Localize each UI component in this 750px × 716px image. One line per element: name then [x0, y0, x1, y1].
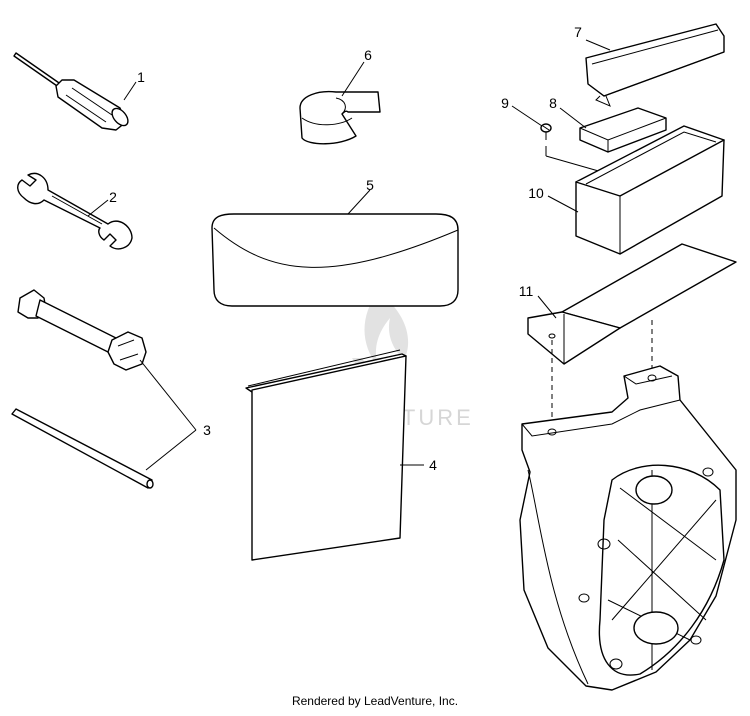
- svg-text:9: 9: [501, 95, 509, 111]
- callout-1: 1: [123, 69, 145, 101]
- svg-text:1: 1: [137, 69, 145, 85]
- callout-8: 8: [549, 95, 587, 129]
- tommy-bar-icon: [11, 408, 154, 489]
- svg-text:6: 6: [364, 47, 372, 63]
- callout-11: 11: [519, 283, 557, 319]
- toolbox-lid-icon: [585, 23, 725, 107]
- svg-text:3: 3: [203, 422, 211, 438]
- tool-bag-icon: [211, 213, 459, 307]
- callout-7: 7: [574, 24, 611, 51]
- screw-icon: [540, 123, 552, 140]
- bracket-icon: [527, 243, 737, 365]
- callout-10: 10: [528, 185, 579, 213]
- callout-4: 4: [400, 457, 437, 473]
- wrench-icon: [17, 172, 133, 250]
- svg-text:7: 7: [574, 24, 582, 40]
- svg-text:2: 2: [109, 189, 117, 205]
- svg-text:5: 5: [366, 177, 374, 193]
- manual-book-icon: [245, 349, 407, 561]
- chaincase-housing-icon: [519, 365, 737, 691]
- callout-5: 5: [347, 177, 374, 215]
- svg-text:4: 4: [429, 457, 437, 473]
- svg-text:11: 11: [519, 283, 534, 299]
- footer-credit: Rendered by LeadVenture, Inc.: [291, 694, 459, 708]
- socket-wrench-icon: [17, 289, 147, 371]
- screwdriver-icon: [13, 52, 129, 131]
- rubber-pad-icon: [579, 107, 667, 153]
- callout-3: 3: [139, 359, 211, 471]
- callout-6: 6: [341, 47, 372, 97]
- mounting-guide-lines: [551, 320, 653, 428]
- callout-2: 2: [87, 189, 117, 217]
- svg-text:10: 10: [528, 185, 544, 201]
- svg-text:8: 8: [549, 95, 557, 111]
- toolbox-icon: [575, 125, 725, 255]
- strap-icon: [299, 90, 381, 145]
